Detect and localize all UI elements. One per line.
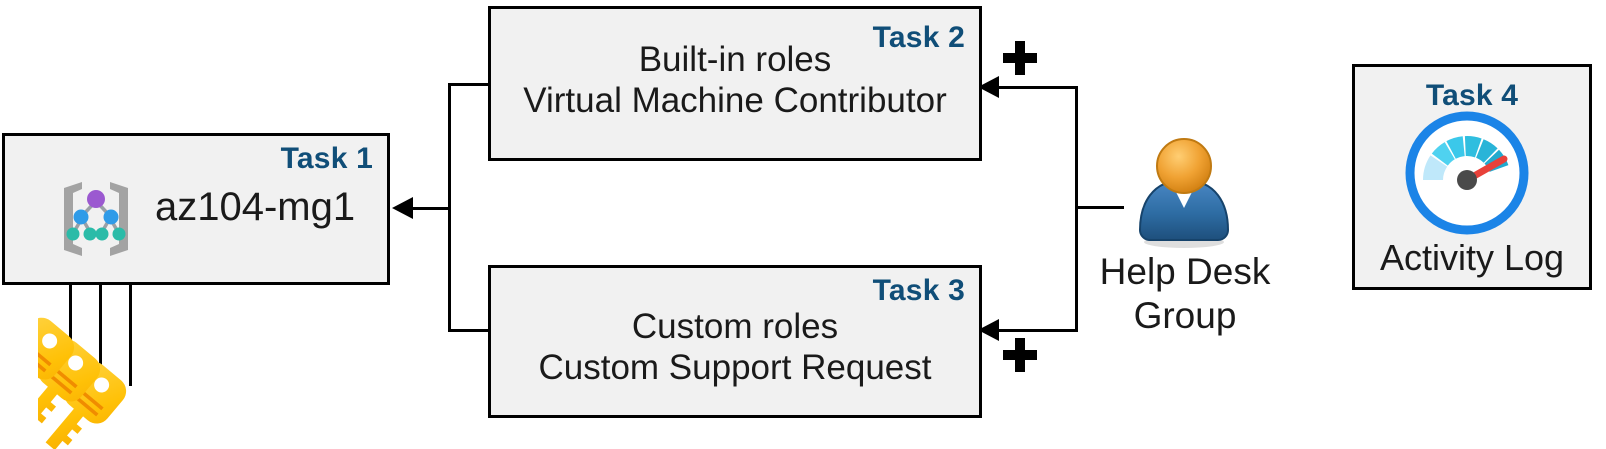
task-3-box[interactable]: Task 3 Custom roles Custom Support Reque… — [488, 265, 982, 418]
arrowhead-to-task3 — [978, 319, 999, 341]
task-3-label: Task 3 — [872, 274, 965, 307]
task-1-label: Task 1 — [280, 142, 373, 175]
arrowhead-to-task1 — [392, 197, 413, 219]
activity-log-gauge-icon — [1404, 110, 1530, 236]
task-4-label: Task 4 — [1425, 79, 1519, 112]
task-4-text: Activity Log — [1379, 236, 1565, 278]
management-group-icon — [52, 178, 140, 256]
keys-icon — [0, 312, 163, 449]
task-3-text: Custom roles Custom Support Request — [491, 306, 979, 389]
connector-to-task2 — [998, 86, 1078, 89]
connector-to-task3 — [998, 329, 1078, 332]
plus-icon-task2 — [1003, 41, 1037, 75]
connector-right-vertical — [1075, 86, 1078, 332]
task-3-line-1: Custom roles — [631, 307, 839, 346]
task-1-text: az104-mg1 — [155, 185, 356, 229]
plus-icon-task3 — [1003, 338, 1037, 372]
help-desk-line-1: Help Desk — [1099, 251, 1271, 292]
task-2-box[interactable]: Task 2 Built-in roles Virtual Machine Co… — [488, 6, 982, 161]
task-2-text: Built-in roles Virtual Machine Contribut… — [491, 39, 979, 122]
arrowhead-to-task2 — [978, 76, 999, 98]
task-3-line-2: Custom Support Request — [538, 348, 932, 388]
key-arrow-line-1 — [69, 240, 72, 352]
key-arrow-line-3 — [129, 240, 132, 386]
task-2-label: Task 2 — [872, 21, 965, 54]
connector-task3-stub — [448, 329, 490, 332]
help-desk-line-2: Group — [1133, 294, 1237, 336]
task-2-line-1: Built-in roles — [638, 40, 832, 79]
connector-to-task1 — [412, 207, 451, 210]
connector-task2-stub — [448, 83, 490, 86]
key-arrow-line-2 — [99, 240, 102, 368]
task-2-line-2: Virtual Machine Contributor — [523, 81, 947, 121]
user-group-icon — [1128, 138, 1240, 248]
help-desk-group-label: Help Desk Group — [1065, 250, 1305, 337]
connector-helpdesk-stub — [1075, 206, 1124, 209]
task-1-box[interactable]: Task 1 az104-mg1 — [2, 133, 390, 285]
